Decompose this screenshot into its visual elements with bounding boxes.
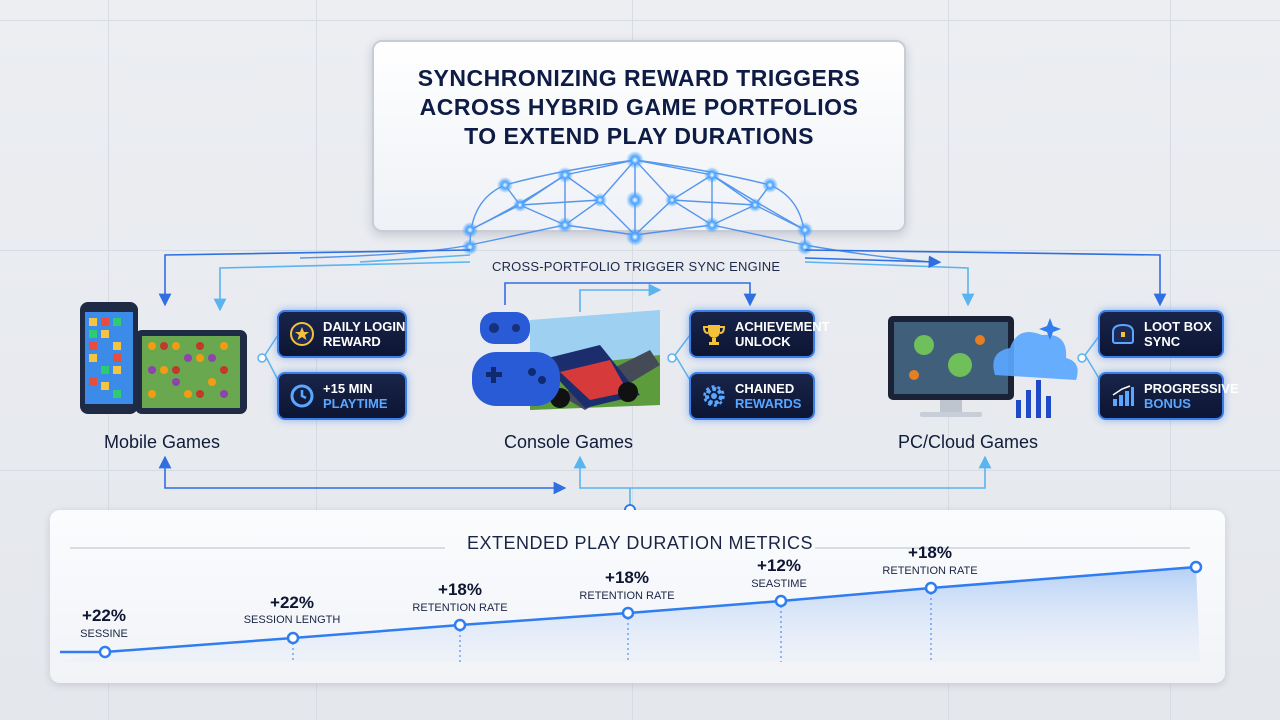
metric-value: +18% <box>605 568 649 587</box>
title-line-3: TO EXTEND PLAY DURATIONS <box>464 123 814 149</box>
console-illustration <box>472 310 660 410</box>
metric-value: +12% <box>757 556 801 575</box>
pc-cloud-illustration <box>888 316 1078 418</box>
sync-engine-label: CROSS-PORTFOLIO TRIGGER SYNC ENGINE <box>492 259 781 274</box>
metric-point <box>924 581 938 595</box>
metric-value: +22% <box>270 593 314 612</box>
chip-line: DAILY LOGIN <box>323 319 406 334</box>
chip-line: CHAINED <box>735 381 795 396</box>
chip-line: PLAYTIME <box>323 396 388 411</box>
grid-line <box>0 250 1280 251</box>
grid-line <box>0 470 1280 471</box>
chip-line: LOOT BOX <box>1144 319 1212 334</box>
metric-value: +18% <box>438 580 482 599</box>
page-title: SYNCHRONIZING REWARD TRIGGERS ACROSS HYB… <box>374 64 904 151</box>
gear-icon <box>699 381 729 411</box>
bar-growth-icon <box>1108 381 1138 411</box>
metric-label: SEASTIME <box>751 578 807 590</box>
chip-line: UNLOCK <box>735 334 791 349</box>
metric-value: +18% <box>908 543 952 562</box>
mobile-devices-illustration <box>80 302 247 414</box>
sync-network-nodes <box>462 151 813 255</box>
trend-line <box>60 565 1197 654</box>
metric-point <box>774 594 788 608</box>
metric-point <box>453 618 467 632</box>
console-games-label: Console Games <box>504 432 634 452</box>
grid-line <box>0 20 1280 21</box>
chip-connectors <box>257 334 1101 381</box>
metric-label: RETENTION RATE <box>882 565 978 577</box>
grid-line <box>316 0 317 720</box>
engine-flow-arrows <box>158 249 1167 312</box>
chip-line: PROGRESSIVE <box>1144 381 1239 396</box>
chip-line: +15 MIN <box>323 381 373 396</box>
star-badge-icon <box>287 319 317 349</box>
chip-line: SYNC <box>1144 334 1181 349</box>
metric-label: RETENTION RATE <box>412 602 508 614</box>
metric-value: +22% <box>82 606 126 625</box>
metric-point <box>98 645 112 659</box>
chest-icon <box>1108 319 1138 349</box>
metric-point <box>1189 560 1203 574</box>
trophy-icon <box>699 319 729 349</box>
title-line-1: SYNCHRONIZING REWARD TRIGGERS <box>417 65 861 91</box>
chip-line: REWARD <box>323 334 381 349</box>
timer-icon <box>287 381 317 411</box>
metric-label: SESSION LENGTH <box>243 614 341 626</box>
title-line-2: ACROSS HYBRID GAME PORTFOLIOS <box>419 94 859 120</box>
grid-line <box>1170 0 1171 720</box>
metric-point <box>286 631 300 645</box>
metric-label: RETENTION RATE <box>579 590 675 602</box>
metrics-title: EXTENDED PLAY DURATION METRICS <box>466 533 814 553</box>
chip-line: BONUS <box>1144 396 1191 411</box>
mobile-games-label: Mobile Games <box>104 432 221 452</box>
pc-cloud-games-label: PC/Cloud Games <box>898 432 1039 452</box>
metric-point <box>621 606 635 620</box>
chip-line: ACHIEVEMENT <box>735 319 830 334</box>
chip-line: REWARDS <box>735 396 802 411</box>
metric-label: SESSINE <box>80 628 128 640</box>
